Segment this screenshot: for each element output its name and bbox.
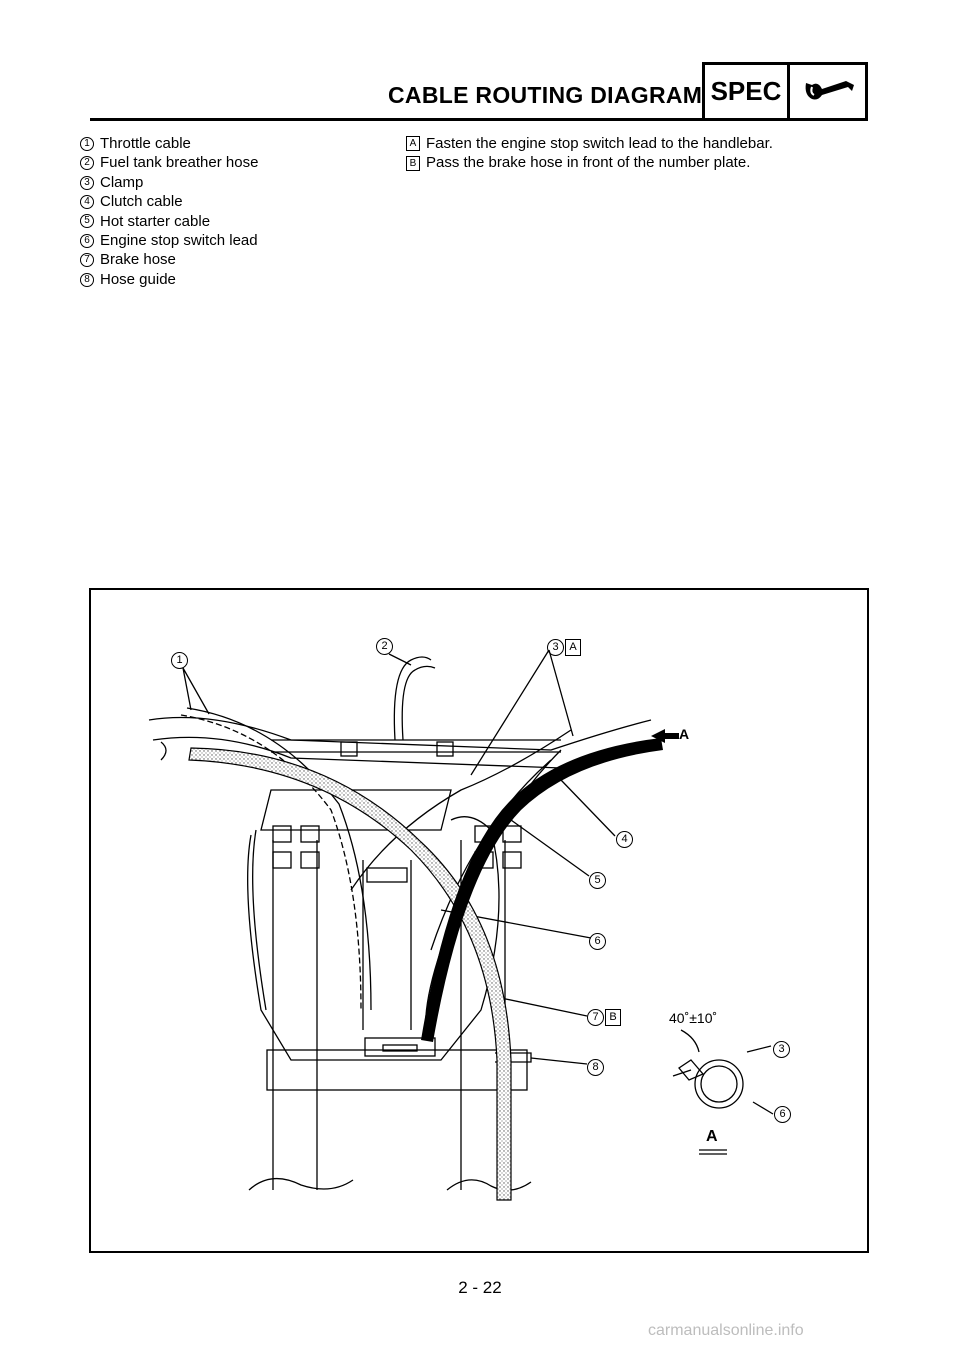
notes-list: A Fasten the engine stop switch lead to t… <box>406 134 773 173</box>
legend-label: Clamp <box>100 173 144 191</box>
angle-label: 40˚±10˚ <box>669 1010 718 1026</box>
legend-label: Engine stop switch lead <box>100 232 258 250</box>
note-letter: B <box>406 155 420 171</box>
legend-label: Throttle cable <box>100 135 191 152</box>
callout-A: A <box>565 639 581 656</box>
note-letter: A <box>406 136 420 152</box>
legend-number: 5 <box>80 214 94 229</box>
legend-label: Hot starter cable <box>100 212 211 230</box>
inset-view-label: A <box>706 1128 718 1145</box>
legend-label: Hose guide <box>100 270 176 288</box>
callout-B: B <box>605 1009 621 1026</box>
header-rule <box>90 118 868 121</box>
note-text: Fasten the engine stop switch lead to th… <box>426 135 773 152</box>
callout-5: 5 <box>589 872 606 889</box>
legend-item: 6 Engine stop switch lead <box>80 231 258 250</box>
callout-3: 3 <box>547 639 564 656</box>
legend-number: 3 <box>80 175 94 190</box>
legend-number: 6 <box>80 233 94 248</box>
callout-1: 1 <box>171 652 188 669</box>
legend-number: 7 <box>80 253 94 268</box>
legend-number: 2 <box>80 156 94 171</box>
legend-list: 1 Throttle cable 2 Fuel tank breather hose… <box>80 134 258 289</box>
page-title: CABLE ROUTING DIAGRAM <box>388 82 703 108</box>
note-item: B Pass the brake hose in front of the num… <box>406 153 773 172</box>
legend-item: 8 Hose guide <box>80 270 258 289</box>
callout-7: 7 <box>587 1009 604 1026</box>
legend-number: 1 <box>80 136 94 151</box>
watermark: carmanualsonline.info <box>648 1322 804 1339</box>
wrench-icon <box>805 81 854 100</box>
note-item: A Fasten the engine stop switch lead to t… <box>406 134 773 153</box>
legend-item: 2 Fuel tank breather hose <box>80 153 258 172</box>
page-number: 2 - 22 <box>458 1278 502 1297</box>
legend-number: 4 <box>80 194 94 209</box>
callout-2: 2 <box>376 638 393 655</box>
spec-badge: SPEC <box>702 62 790 118</box>
spec-icon-box <box>787 62 868 118</box>
cable-routing-diagram: 1 2 3 A A 4 5 6 7 B 8 40˚±10˚ 3 6 A <box>89 588 869 1253</box>
view-arrow-label: A <box>679 726 690 742</box>
legend-item: 5 Hot starter cable <box>80 212 258 231</box>
callout-6: 6 <box>589 933 606 950</box>
inset-callout-3: 3 <box>773 1041 790 1058</box>
legend-item: 7 Brake hose <box>80 250 258 269</box>
legend-label: Fuel tank breather hose <box>100 154 259 172</box>
legend-number: 8 <box>80 272 94 287</box>
inset-callout-6: 6 <box>774 1106 791 1123</box>
legend-label: Brake hose <box>100 251 176 269</box>
legend-label: Clutch cable <box>100 193 183 211</box>
legend-item: 4 Clutch cable <box>80 192 258 211</box>
callout-8: 8 <box>587 1059 604 1076</box>
callout-4: 4 <box>616 831 633 848</box>
legend-item: 3 Clamp <box>80 173 258 192</box>
legend-item: 1 Throttle cable <box>80 134 258 153</box>
note-text: Pass the brake hose in front of the numb… <box>426 154 751 172</box>
